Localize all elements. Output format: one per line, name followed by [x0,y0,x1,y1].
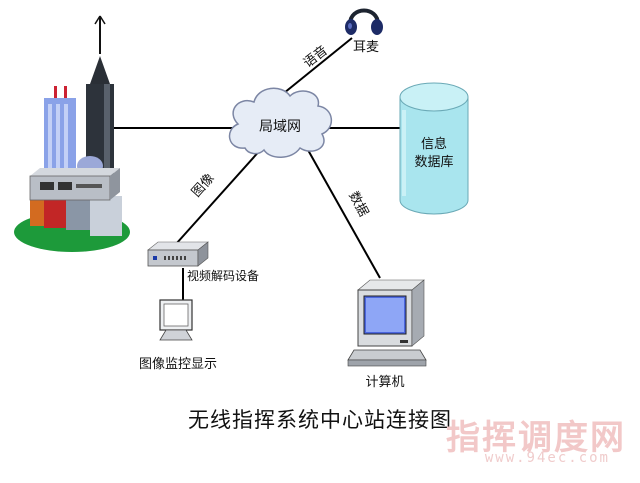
edge-label-data: 数据 [345,189,370,219]
monitor-icon [159,299,193,341]
lan-cloud: 局域网 [228,87,332,158]
decoder-label: 视频解码设备 [187,268,259,283]
connection-lines [112,37,400,300]
database-label-line2: 数据库 [414,154,453,170]
line-lan-headset [283,37,353,94]
tower-station-icon [14,15,130,252]
headset-label: 耳麦 [353,40,379,55]
edge-label-voice: 语音 [300,43,330,72]
lan-label: 局域网 [259,119,301,135]
computer-label: 计算机 [365,375,404,390]
monitor-label: 图像监控显示 [139,357,217,372]
edge-label-image: 图像 [189,171,218,200]
database-icon [399,82,469,215]
decoder-device-icon [147,241,209,267]
cloud-shape [228,87,332,158]
computer-icon [347,279,427,367]
watermark-url: www.94ec.com [484,450,610,466]
line-lan-computer [307,149,381,279]
diagram-title: 无线指挥系统中心站连接图 [188,408,452,432]
watermark-text: 指挥调度网 [446,418,626,458]
database-label-line1: 信息 [421,136,447,152]
watermark: 指挥调度网 www.94ec.com [432,410,632,470]
headset-icon [345,8,383,35]
line-lan-decoder [175,147,263,245]
